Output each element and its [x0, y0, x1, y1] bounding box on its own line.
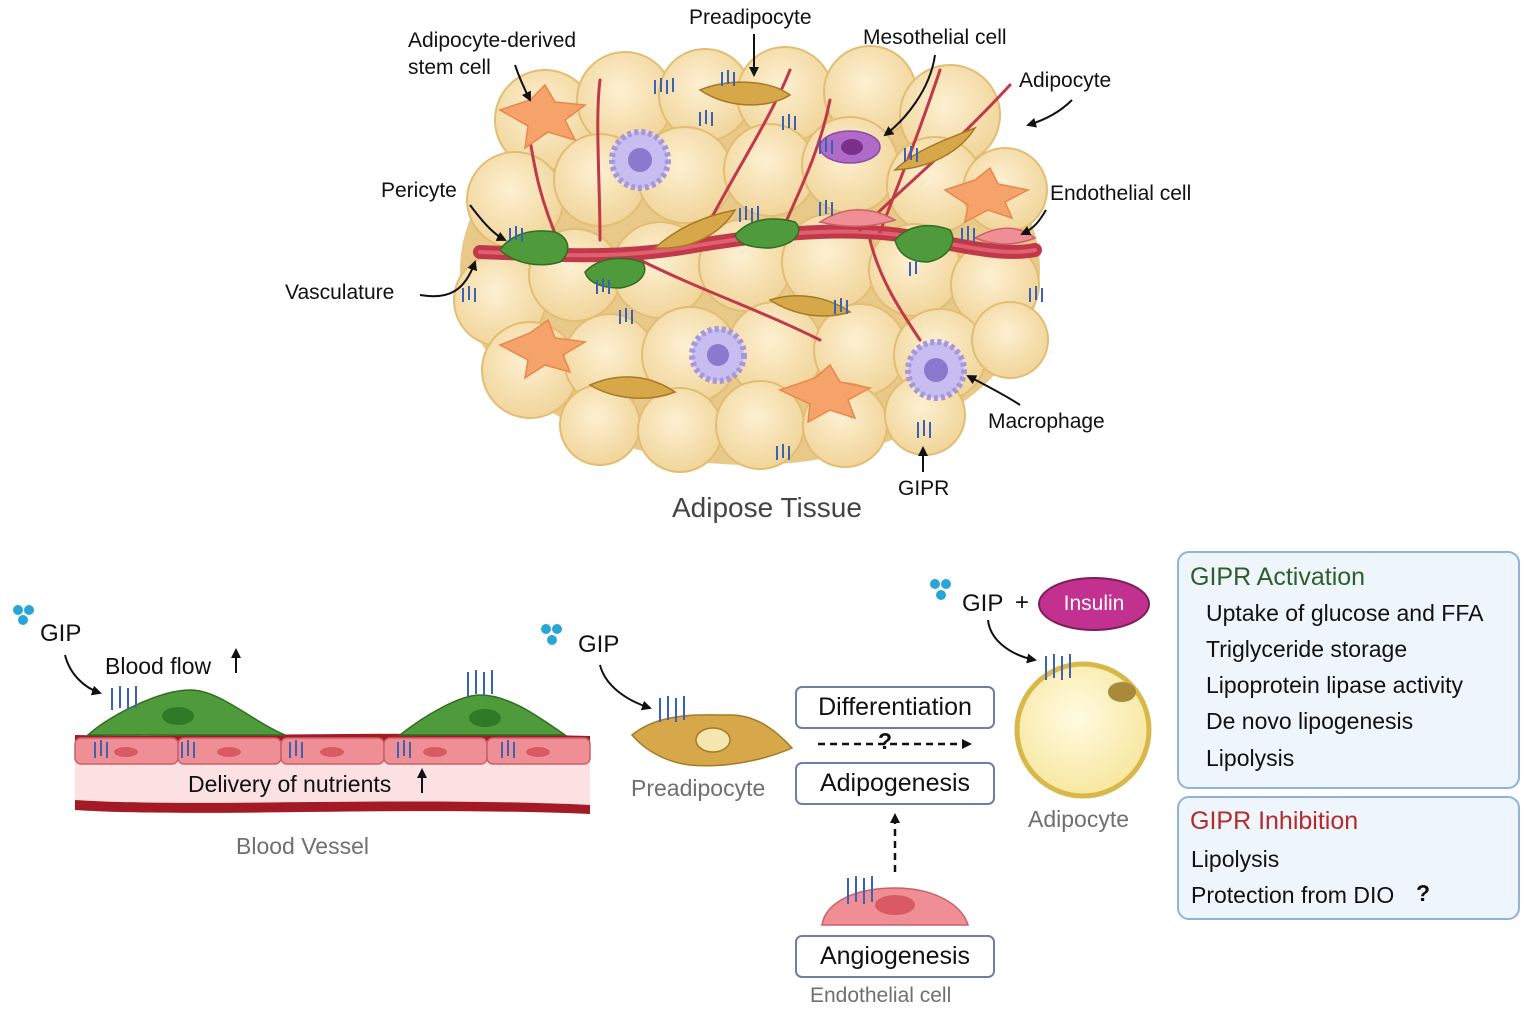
activation-title: GIPR Activation — [1190, 563, 1366, 591]
plus-sign: + — [1015, 589, 1030, 616]
label-adipocyte-tissue: Adipocyte — [1019, 69, 1112, 92]
preadipocyte-illustration — [599, 664, 794, 767]
gip-label-adipocyte: GIP — [962, 590, 1004, 617]
adipogenesis-box: Adipogenesis — [795, 762, 995, 805]
question-mark: ? — [878, 728, 893, 754]
inhibition-question-mark: ? — [1416, 880, 1431, 906]
label-macrophage: Macrophage — [988, 410, 1105, 433]
blood-vessel-illustration — [64, 648, 591, 814]
inhibition-item-2: Protection from DIO — [1191, 882, 1395, 908]
label-stem-cell-line2: stem cell — [408, 56, 491, 79]
gipr-receptors-tissue — [462, 70, 1043, 460]
stem-cell-shapes — [498, 83, 1031, 424]
tissue-pointer-arrows — [419, 34, 1073, 472]
mesothelial-shape — [819, 130, 881, 164]
adipocyte-caption: Adipocyte — [1028, 806, 1130, 832]
gip-label-preadipocyte: GIP — [578, 631, 620, 658]
gipr-activation-panel — [1177, 551, 1520, 789]
inhibition-item-1: Lipolysis — [1191, 846, 1280, 872]
activation-item-4: De novo lipogenesis — [1206, 708, 1414, 734]
gip-dots-vessel — [13, 605, 34, 625]
activation-item-3: Lipoprotein lipase activity — [1206, 672, 1463, 698]
label-stem-cell-line1: Adipocyte-derived — [408, 29, 577, 52]
preadipocyte-shapes — [588, 81, 977, 399]
differentiation-box: Differentiation — [795, 686, 995, 729]
blood-flow-label: Blood flow — [105, 653, 212, 679]
endothelial-caption: Endothelial cell — [810, 984, 952, 1007]
endothelial-shapes-tissue — [818, 209, 1037, 245]
insulin-badge: Insulin — [1038, 577, 1150, 631]
adipocyte-illustration — [987, 619, 1152, 799]
label-endothelial-tissue: Endothelial cell — [1050, 182, 1192, 205]
label-mesothelial: Mesothelial cell — [863, 26, 1007, 49]
activation-item-5: Lipolysis — [1206, 745, 1295, 771]
delivery-label: Delivery of nutrients — [188, 771, 392, 797]
activation-item-2: Triglyceride storage — [1206, 636, 1408, 662]
gip-dots-adipocyte — [930, 579, 951, 600]
label-gipr: GIPR — [898, 477, 950, 500]
label-vasculature: Vasculature — [285, 281, 395, 304]
macrophage-shapes — [609, 129, 967, 401]
gip-dots-preadipocyte — [541, 624, 562, 645]
process-connectors — [818, 739, 972, 872]
activation-item-1: Uptake of glucose and FFA — [1206, 600, 1484, 626]
preadipocyte-caption: Preadipocyte — [631, 775, 766, 801]
inhibition-title: GIPR Inhibition — [1190, 807, 1359, 835]
blood-vessel-caption: Blood Vessel — [236, 833, 369, 859]
label-preadipocyte-tissue: Preadipocyte — [689, 6, 812, 29]
endothelial-cell-illustration — [821, 876, 970, 926]
gip-label-vessel: GIP — [40, 620, 82, 647]
angiogenesis-box: Angiogenesis — [795, 935, 995, 978]
label-pericyte: Pericyte — [381, 179, 457, 202]
adipose-tissue-title: Adipose Tissue — [672, 492, 862, 523]
gipr-inhibition-panel — [1177, 796, 1520, 920]
